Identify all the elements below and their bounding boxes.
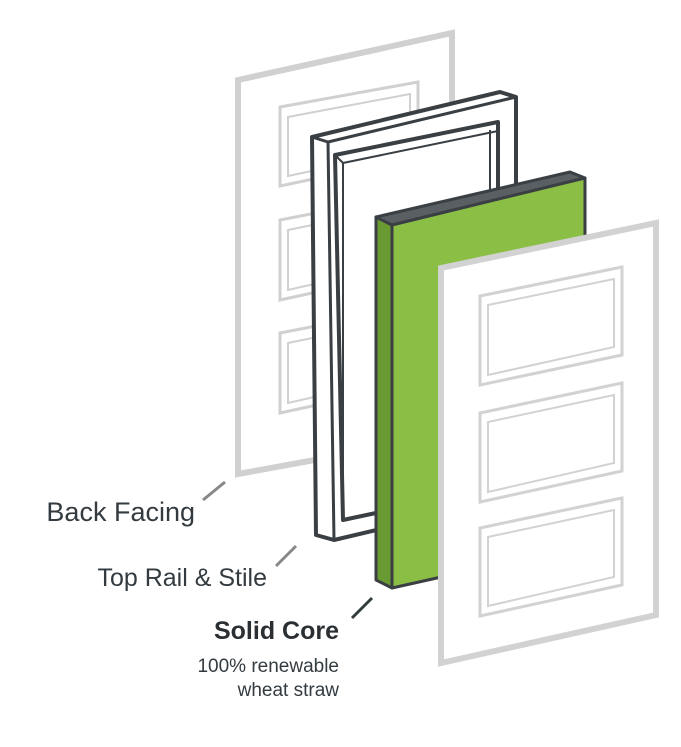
rail-stile-leader — [274, 544, 298, 568]
solid-core-leader — [350, 596, 374, 620]
back-facing-label: Back Facing — [46, 497, 195, 527]
solid-core-label: Solid Core — [213, 617, 339, 645]
solid-core-description: 100% renewable wheat straw — [197, 655, 339, 703]
back-facing-leader — [202, 480, 226, 502]
top-rail-stile-label: Top Rail & Stile — [97, 564, 267, 592]
solid-core-description-line1: 100% renewable — [197, 656, 339, 677]
solid-core-description-line2: wheat straw — [237, 680, 339, 701]
front-facing-panel — [438, 219, 659, 667]
